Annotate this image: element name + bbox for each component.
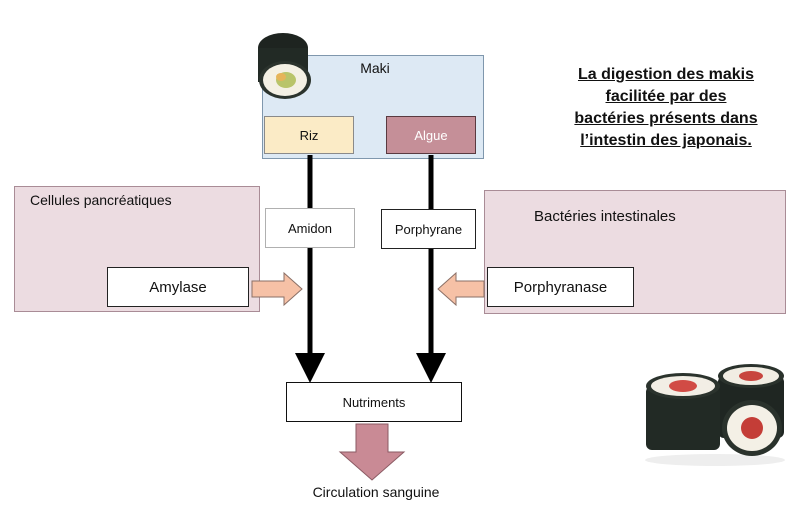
maki-roll-image — [258, 33, 311, 99]
diagram-title: La digestion des makis facilitée par des… — [560, 64, 772, 152]
maki-label: Maki — [360, 60, 390, 76]
riz-box: Riz — [264, 116, 354, 154]
amidon-box: Amidon — [265, 208, 355, 248]
circulation-label: Circulation sanguine — [312, 484, 440, 500]
title-line: La digestion des makis — [577, 66, 755, 83]
maki-pair-image — [645, 364, 785, 466]
amylase-box: Amylase — [107, 267, 249, 307]
porphyranase-arrow — [437, 271, 485, 307]
bacteria-label: Bactéries intestinales — [534, 208, 676, 225]
nutriments-box: Nutriments — [286, 382, 462, 422]
porphyranase-box: Porphyranase — [487, 267, 634, 307]
title-line: facilitée par des — [605, 88, 727, 105]
pancreas-label: Cellules pancréatiques — [30, 192, 172, 208]
title-line: bactéries présents dans — [574, 110, 758, 127]
circulation-arrow — [338, 423, 406, 481]
amylase-arrow — [251, 271, 303, 307]
porphyrane-box: Porphyrane — [381, 209, 476, 249]
title-line: l’intestin des japonais. — [580, 132, 752, 149]
algue-box: Algue — [386, 116, 476, 154]
